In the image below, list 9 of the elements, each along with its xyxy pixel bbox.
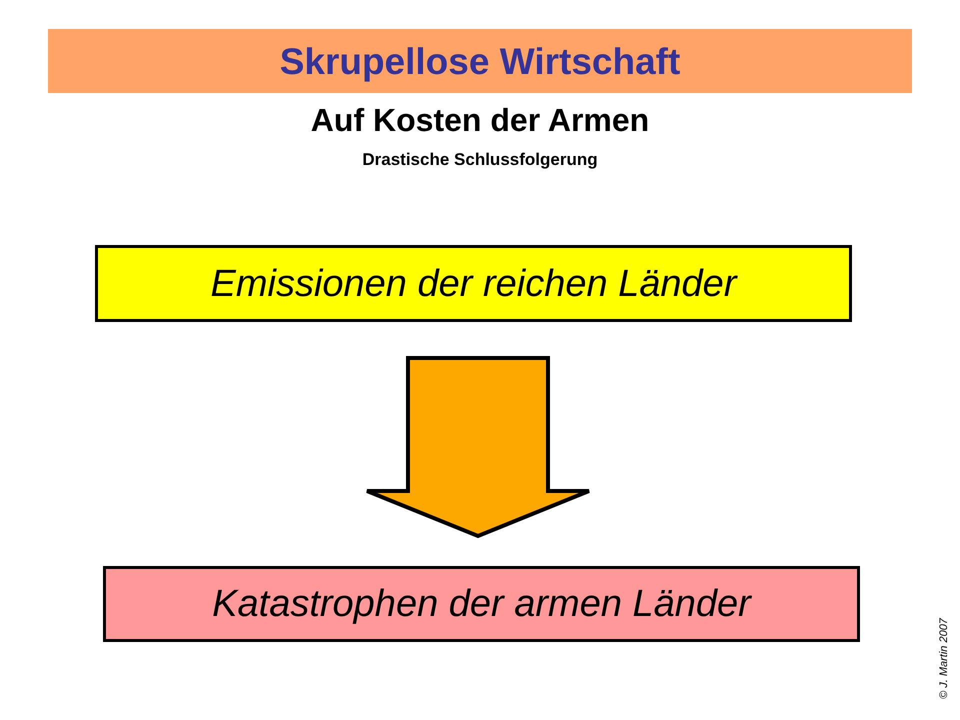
box-text: Katastrophen der armen Länder (212, 582, 751, 626)
box-text: Emissionen der reichen Länder (210, 262, 736, 306)
block-arrow (365, 356, 591, 538)
statement-box (103, 566, 860, 642)
subtitle: Auf Kosten der Armen (310, 101, 650, 139)
title: Skrupellose Wirtschaft (280, 42, 680, 80)
copyright-note: © J. Martin 2007 (938, 618, 950, 698)
statement-box (95, 245, 852, 322)
subheading: Drastische Schlussfolgerung (362, 150, 598, 170)
